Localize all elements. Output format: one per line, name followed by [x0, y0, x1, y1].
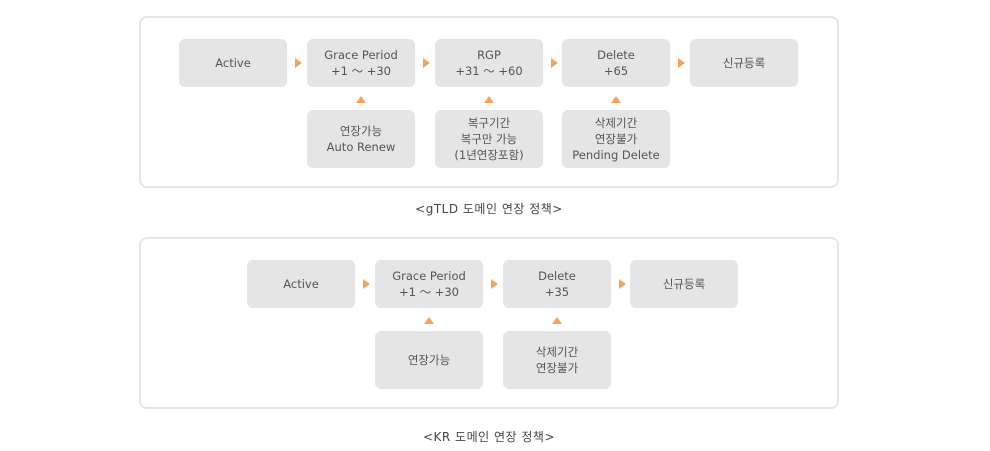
kr-note-delete: 삭제기간 연장불가: [503, 331, 611, 389]
kr-note-delete-line2: 연장불가: [535, 361, 579, 375]
gtld-note-rgp: 복구기간 복구만 가능 (1년연장포함): [435, 110, 543, 168]
kr-note-grace-line1: 연장가능: [407, 353, 451, 367]
kr-note-delete-line1: 삭제기간: [535, 345, 579, 359]
gtld-arrow-up-2: [484, 96, 494, 103]
kr-stage-delete-line2: +35: [544, 285, 570, 299]
gtld-caption: <gTLD 도메인 연장 정책>: [415, 202, 563, 216]
gtld-note-delete: 삭제기간 연장불가 Pending Delete: [562, 110, 670, 168]
kr-stage-active-line1: Active: [283, 277, 319, 291]
kr-stage-new-registration: 신규등록: [630, 260, 738, 308]
gtld-stage-grace-period-line2: +1 ～ +30: [330, 64, 392, 78]
gtld-stage-delete-line1: Delete: [597, 48, 635, 62]
kr-arrow-right-1: [363, 279, 370, 289]
gtld-arrow-right-2: [423, 58, 430, 68]
gtld-stage-rgp-line2: +31 ～ +60: [455, 64, 523, 78]
kr-arrow-up-1: [424, 317, 434, 324]
gtld-arrow-up-3: [611, 96, 621, 103]
gtld-stage-rgp-line1: RGP: [477, 48, 501, 62]
gtld-note-delete-line2: 연장불가: [594, 132, 638, 146]
kr-stage-active: Active: [247, 260, 355, 308]
kr-stage-new-registration-line1: 신규등록: [662, 277, 706, 291]
gtld-arrow-right-1: [295, 58, 302, 68]
gtld-stage-active: Active: [179, 39, 287, 87]
gtld-arrow-right-3: [551, 58, 558, 68]
gtld-stage-delete-line2: +65: [603, 64, 629, 78]
gtld-note-grace-line1: 연장가능: [339, 124, 383, 138]
gtld-note-rgp-line1: 복구기간: [467, 116, 511, 130]
kr-arrow-right-3: [619, 279, 626, 289]
gtld-policy-panel: Active Grace Period +1 ～ +30 RGP +31 ～ +…: [139, 16, 839, 188]
kr-stage-delete-line1: Delete: [538, 269, 576, 283]
gtld-note-grace: 연장가능 Auto Renew: [307, 110, 415, 168]
kr-stage-grace-period: Grace Period +1 ～ +30: [375, 260, 483, 308]
gtld-stage-rgp: RGP +31 ～ +60: [435, 39, 543, 87]
kr-stage-delete: Delete +35: [503, 260, 611, 308]
gtld-note-delete-line3: Pending Delete: [572, 148, 660, 162]
gtld-note-delete-line1: 삭제기간: [594, 116, 638, 130]
gtld-arrow-up-1: [356, 96, 366, 103]
gtld-stage-delete: Delete +65: [562, 39, 670, 87]
gtld-arrow-right-4: [678, 58, 685, 68]
gtld-stage-new-registration: 신규등록: [690, 39, 798, 87]
kr-arrow-up-2: [552, 317, 562, 324]
gtld-stage-active-line1: Active: [215, 56, 251, 70]
gtld-note-rgp-line3: (1년연장포함): [454, 148, 524, 162]
gtld-stage-grace-period-line1: Grace Period: [324, 48, 398, 62]
gtld-note-grace-line2: Auto Renew: [326, 140, 396, 154]
gtld-note-rgp-line2: 복구만 가능: [460, 132, 518, 146]
kr-stage-grace-period-line2: +1 ～ +30: [398, 285, 460, 299]
kr-note-grace: 연장가능: [375, 331, 483, 389]
kr-caption: <KR 도메인 연장 정책>: [422, 430, 556, 444]
kr-arrow-right-2: [491, 279, 498, 289]
gtld-stage-new-registration-line1: 신규등록: [722, 56, 766, 70]
kr-stage-grace-period-line1: Grace Period: [392, 269, 466, 283]
kr-policy-panel: Active Grace Period +1 ～ +30 Delete +35 …: [139, 237, 839, 409]
gtld-stage-grace-period: Grace Period +1 ～ +30: [307, 39, 415, 87]
